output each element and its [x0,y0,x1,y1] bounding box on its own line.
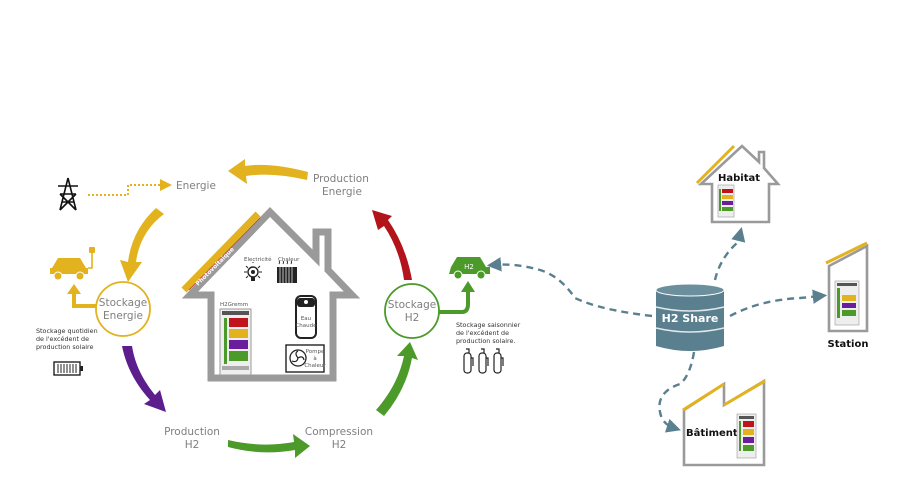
stockage-to-car-arrow [72,292,100,308]
seasonal-storage-note: Stockage saisonnier [456,321,521,329]
a-label: à [313,355,316,362]
production-energie-arrow [228,159,308,184]
arrow-head [67,284,81,294]
stockage-h2-to-production-energie-arrow [372,210,412,280]
daily-storage-note-3: production solaire [36,343,94,351]
electric-car-icon [50,247,95,281]
hydrogen-car-icon: H2 [449,257,490,280]
radiator-icon [277,260,297,283]
energie-to-stockage-arrow [120,208,164,282]
stockage-energie-label: Stockage [99,297,147,309]
production-energie-label: Production [313,173,369,185]
hub-to-station-link [729,289,828,318]
h2gremm-label: H2Gremm [220,302,248,308]
daily-storage-note-2: de l'excédent de [36,335,89,343]
production-h2-label-2: H2 [185,439,200,451]
heat-pump-icon: Pompe à Chaleur [285,344,326,373]
stockage-energie-label-2: Energie [103,310,143,322]
electricity-label: Electricité [244,256,272,263]
habitat-label: Habitat [718,173,760,184]
chaude-label: Chaude [295,323,317,329]
station-building: Station [825,241,869,350]
battery-icon [53,361,83,376]
batiment-building: Bâtiment [682,378,766,467]
grid-energy-dotted-arrow [88,179,172,196]
pompe-label: Pompe [306,349,325,355]
hub-to-batiment-link [658,351,696,433]
station-label: Station [828,339,869,350]
production-to-compression-arrow [228,434,310,458]
stockage-h2-node [384,283,440,339]
production-h2-label: Production [164,426,220,438]
hub-to-habitat-link [713,227,746,281]
h2-share-database: H2 Share [655,283,725,351]
main-house: Photovoltaïque Electricité Chaleur Eau C… [181,207,361,382]
stockage-h2-label: Stockage [388,299,436,311]
gas-cylinder-icon [463,348,504,374]
arrow-head [461,281,475,292]
seasonal-storage-note-2: de l'excédent de [456,329,509,337]
daily-storage-note: Stockage quotidien [36,327,98,335]
stockage-h2-to-car-arrow [439,290,470,314]
water-heater-icon: Eau Chaude [295,295,317,339]
stockage-h2-label-2: H2 [405,312,420,324]
light-bulb-icon [244,262,262,281]
batiment-label: Bâtiment [686,427,738,439]
seasonal-storage-note-3: production solaire. [456,337,516,345]
compression-h2-label: Compression [305,426,373,438]
heat-label: Chaleur [278,257,300,263]
compression-h2-label-2: H2 [332,439,347,451]
energie-label: Energie [176,180,216,192]
stockage-to-production-h2-arrow [122,346,166,412]
h2-car-label: H2 [464,263,474,271]
h2gremm-cabinet [219,308,252,376]
power-pylon-icon [58,177,78,211]
eau-label: Eau [301,316,311,322]
stockage-energie-node [95,281,151,337]
chaleur-label: Chaleur [304,363,326,369]
habitat-building: Habitat [695,144,781,224]
hub-to-h2-car-link [486,257,653,318]
compression-to-stockage-h2-arrow [376,342,418,416]
production-energie-label-2: Energie [322,186,362,198]
h2-share-label: H2 Share [662,312,719,325]
